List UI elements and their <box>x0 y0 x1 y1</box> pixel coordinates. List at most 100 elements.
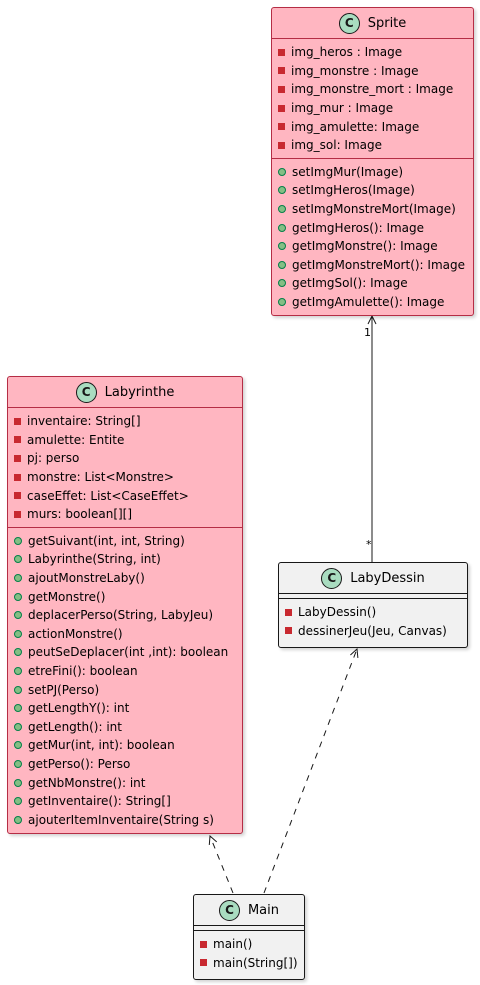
attribute-list <box>194 926 304 931</box>
public-marker-icon <box>14 648 22 657</box>
method-row: etreFini(): boolean <box>8 662 242 681</box>
public-marker-icon <box>278 223 286 232</box>
class-name: Labyrinthe <box>104 384 175 400</box>
public-marker-icon <box>14 685 22 694</box>
method-row: main(String[]) <box>194 954 304 973</box>
method-row: getPerso(): Perso <box>8 755 242 774</box>
attribute-list: inventaire: String[] amulette: Entite pj… <box>8 408 242 528</box>
method-row: getImgHeros(): Image <box>272 218 473 237</box>
public-marker-icon <box>14 667 22 676</box>
public-marker-icon <box>14 704 22 713</box>
method-row: getImgMonstre(): Image <box>272 237 473 256</box>
class-name: Main <box>247 902 280 918</box>
private-marker-icon <box>14 436 21 444</box>
private-marker-icon <box>285 627 292 635</box>
attribute-row: img_monstre : Image <box>272 62 473 81</box>
class-labyrinthe[interactable]: C Labyrinthe inventaire: String[] amulet… <box>7 376 243 834</box>
private-marker-icon <box>278 123 285 131</box>
public-marker-icon <box>14 797 22 806</box>
public-marker-icon <box>14 778 22 787</box>
public-marker-icon <box>278 279 286 288</box>
method-list: LabyDessin() dessinerJeu(Jeu, Canvas) <box>279 599 467 643</box>
method-row: getInventaire(): String[] <box>8 792 242 811</box>
method-row: Labyrinthe(String, int) <box>8 550 242 569</box>
private-marker-icon <box>278 67 285 75</box>
class-name: LabyDessin <box>350 570 425 586</box>
class-main[interactable]: C Main main() main(String[]) <box>193 894 305 980</box>
class-header: C Sprite <box>272 8 473 39</box>
method-list: getSuivant(int, int, String) Labyrinthe(… <box>8 528 242 833</box>
method-row: actionMonstre() <box>8 625 242 644</box>
method-row: ajouterItemInventaire(String s) <box>8 810 242 829</box>
method-row: getLength(): int <box>8 718 242 737</box>
attribute-row: pj: perso <box>8 449 242 468</box>
attribute-row: caseEffet: List<CaseEffet> <box>8 486 242 505</box>
method-row: getImgAmulette(): Image <box>272 293 473 312</box>
private-marker-icon <box>200 959 207 967</box>
public-marker-icon <box>278 298 286 307</box>
private-marker-icon <box>278 141 285 149</box>
method-row: getLengthY(): int <box>8 699 242 718</box>
private-marker-icon <box>278 48 285 56</box>
public-marker-icon <box>14 536 22 545</box>
attribute-row: monstre: List<Monstre> <box>8 468 242 487</box>
private-marker-icon <box>14 510 21 518</box>
attribute-row: img_heros : Image <box>272 43 473 62</box>
private-marker-icon <box>200 940 207 948</box>
method-row: getSuivant(int, int, String) <box>8 532 242 551</box>
public-marker-icon <box>14 741 22 750</box>
attribute-list: img_heros : Image img_monstre : Image im… <box>272 39 473 159</box>
method-row: getMur(int, int): boolean <box>8 736 242 755</box>
attribute-row: murs: boolean[][] <box>8 505 242 524</box>
method-row: dessinerJeu(Jeu, Canvas) <box>279 622 467 641</box>
method-row: setImgMur(Image) <box>272 163 473 182</box>
multiplicity-labydessin-end: * <box>366 538 372 551</box>
public-marker-icon <box>14 759 22 768</box>
attribute-row: img_sol: Image <box>272 136 473 155</box>
edge-main-labyrinthe <box>210 836 234 894</box>
public-marker-icon <box>278 260 286 269</box>
public-marker-icon <box>14 815 22 824</box>
method-row: setImgHeros(Image) <box>272 181 473 200</box>
private-marker-icon <box>14 454 21 462</box>
attribute-row: img_monstre_mort : Image <box>272 80 473 99</box>
private-marker-icon <box>278 85 285 93</box>
edge-main-labydessin <box>263 649 357 894</box>
method-row: getImgSol(): Image <box>272 274 473 293</box>
class-header: C Main <box>194 895 304 926</box>
method-row: LabyDessin() <box>279 603 467 622</box>
public-marker-icon <box>278 167 286 176</box>
multiplicity-sprite-end: 1 <box>364 326 371 339</box>
class-header: C LabyDessin <box>279 563 467 594</box>
class-labydessin[interactable]: C LabyDessin LabyDessin() dessinerJeu(Je… <box>278 562 468 648</box>
public-marker-icon <box>14 592 22 601</box>
method-row: getMonstre() <box>8 587 242 606</box>
public-marker-icon <box>278 205 286 214</box>
attribute-row: inventaire: String[] <box>8 412 242 431</box>
class-header: C Labyrinthe <box>8 377 242 408</box>
method-row: getNbMonstre(): int <box>8 773 242 792</box>
class-badge-icon: C <box>321 567 343 589</box>
public-marker-icon <box>14 574 22 583</box>
public-marker-icon <box>278 242 286 251</box>
class-badge-icon: C <box>75 381 97 403</box>
private-marker-icon <box>14 417 21 425</box>
method-row: setImgMonstreMort(Image) <box>272 200 473 219</box>
class-name: Sprite <box>367 15 407 31</box>
public-marker-icon <box>278 186 286 195</box>
private-marker-icon <box>285 608 292 616</box>
method-row: getImgMonstreMort(): Image <box>272 256 473 275</box>
attribute-list <box>279 594 467 599</box>
public-marker-icon <box>14 611 22 620</box>
public-marker-icon <box>14 722 22 731</box>
attribute-row: img_amulette: Image <box>272 117 473 136</box>
method-list: main() main(String[]) <box>194 931 304 975</box>
method-row: peutSeDeplacer(int ,int): boolean <box>8 643 242 662</box>
method-list: setImgMur(Image) setImgHeros(Image) setI… <box>272 159 473 315</box>
method-row: setPJ(Perso) <box>8 680 242 699</box>
class-sprite[interactable]: C Sprite img_heros : Image img_monstre :… <box>271 7 474 316</box>
method-row: main() <box>194 935 304 954</box>
attribute-row: amulette: Entite <box>8 431 242 450</box>
class-badge-icon: C <box>338 12 360 34</box>
